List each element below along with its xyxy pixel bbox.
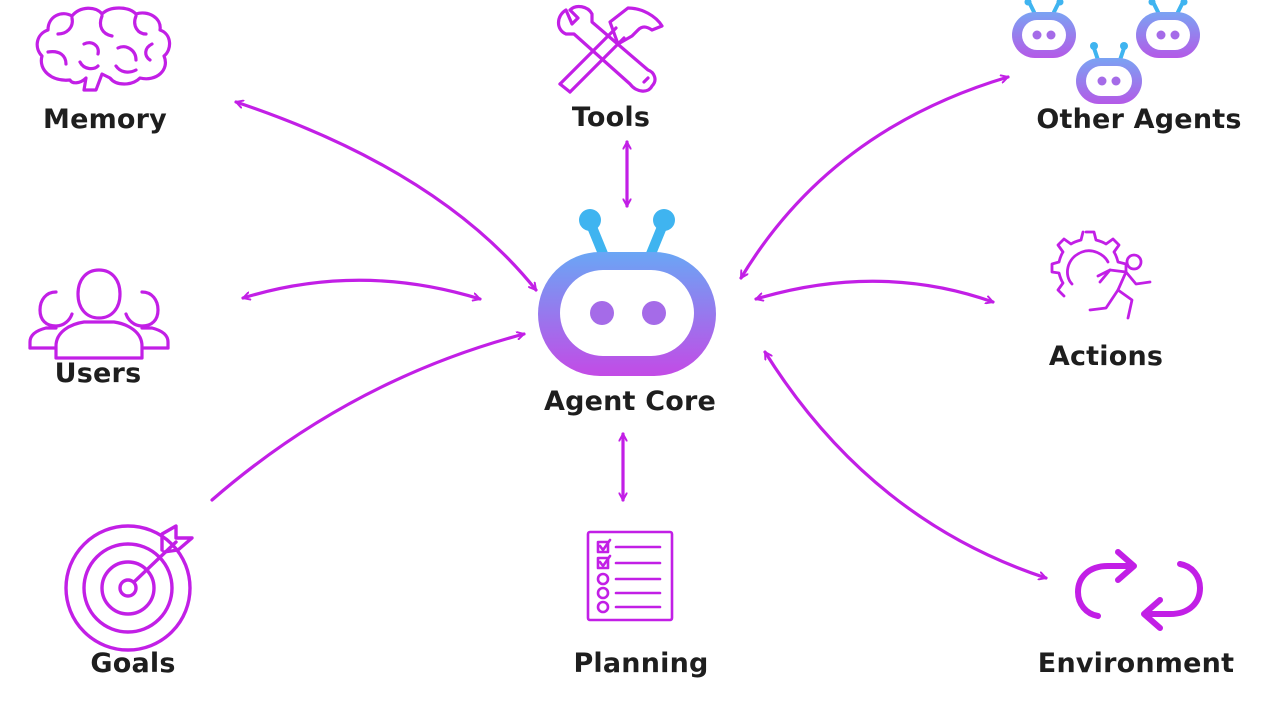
- robot-group-icon: [1012, 0, 1200, 104]
- wrench-hammer-icon: [556, 4, 664, 94]
- checklist-icon: [586, 530, 674, 622]
- brain-icon: [35, 6, 172, 92]
- goals-node: [58, 524, 204, 654]
- users-group-icon: [28, 268, 170, 360]
- arrow-actions: [754, 279, 995, 302]
- agent-core-label: Agent Core: [543, 386, 717, 417]
- users-label: Users: [54, 358, 142, 389]
- actions-label: Actions: [1048, 341, 1164, 372]
- memory-label: Memory: [43, 104, 167, 135]
- agent-core-node: [534, 206, 720, 382]
- planning-label: Planning: [573, 648, 709, 679]
- arrow-other-agents: [739, 77, 1010, 280]
- cycle-arrows-icon: [1075, 549, 1203, 631]
- arrow-memory: [234, 102, 538, 292]
- arrow-environment: [763, 350, 1048, 578]
- goals-label: Goals: [90, 648, 176, 679]
- users-node: [26, 264, 172, 360]
- gear-runner-icon: [1050, 230, 1152, 320]
- robot-head-icon: [538, 209, 716, 376]
- arrow-goals: [210, 334, 526, 502]
- arrow-users: [241, 278, 482, 299]
- other-agents-node: [1004, 0, 1210, 108]
- actions-node: [1050, 226, 1160, 326]
- planning-node: [584, 528, 676, 624]
- environment-label: Environment: [1037, 648, 1235, 679]
- tools-node: [552, 2, 672, 98]
- environment-node: [1072, 544, 1206, 636]
- memory-node: [32, 4, 176, 94]
- target-arrow-icon: [64, 524, 194, 652]
- other-agents-label: Other Agents: [1036, 104, 1242, 135]
- tools-label: Tools: [571, 102, 651, 133]
